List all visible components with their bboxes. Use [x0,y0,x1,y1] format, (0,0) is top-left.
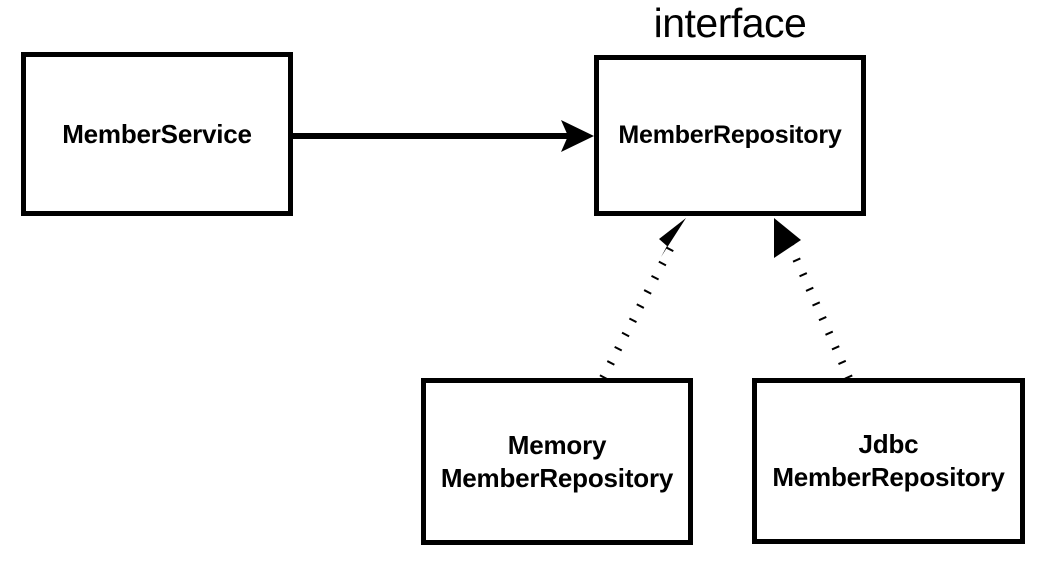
class-node-label: Jdbc MemberRepository [772,429,1005,492]
arrowhead-triangle-icon [774,218,801,258]
edge-member-service-to-member-repository [293,120,594,152]
class-node-jdbc-member-repository[interactable]: Jdbc MemberRepository [752,378,1025,544]
arrowhead-triangle-icon [659,218,686,257]
class-node-member-service[interactable]: MemberService [21,52,293,216]
arrowhead-right-icon [561,120,594,152]
interface-node-member-repository[interactable]: MemberRepository [594,55,866,216]
edge-memory-implements-member-repository [599,218,686,380]
class-node-label: Memory MemberRepository [440,429,674,493]
class-node-memory-member-repository[interactable]: Memory MemberRepository [421,378,693,545]
class-node-label: MemberService [62,118,252,149]
interface-stereotype-label: interface [653,0,807,46]
interface-node-label: MemberRepository [618,120,842,149]
edge-jdbc-implements-member-repository [774,218,853,380]
